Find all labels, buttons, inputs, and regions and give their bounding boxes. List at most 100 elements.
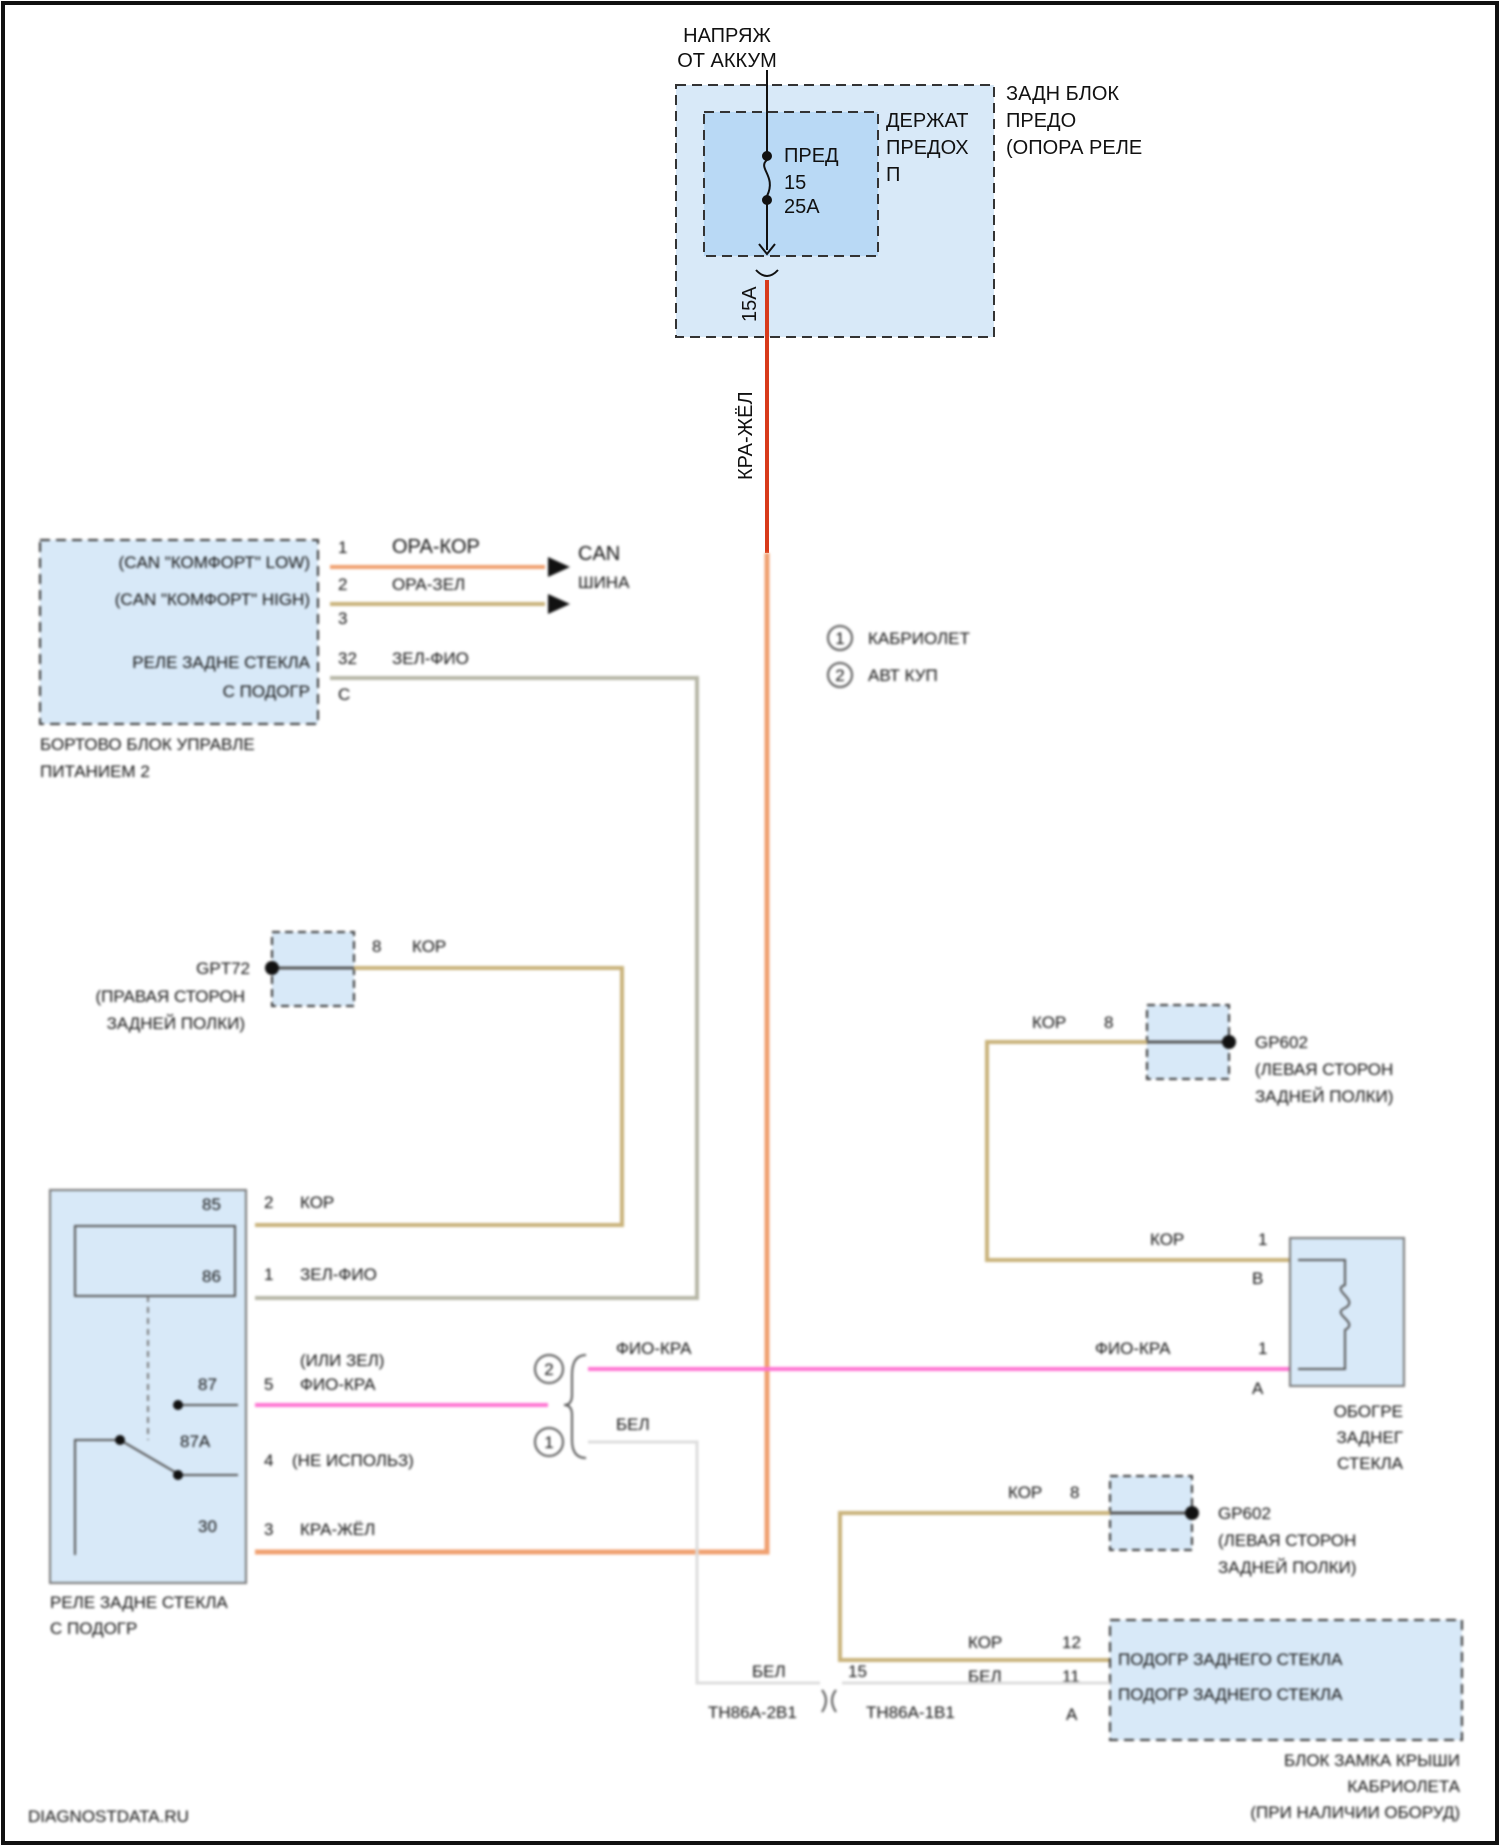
fuse-rating: 25A [784,196,820,218]
relay-pin2-wire: КОР [300,1193,334,1212]
fuse-number: 15 [784,172,806,194]
branch-wire-violet-left: ФИО-КРА [616,1339,692,1358]
relay-contact-pivot [115,1435,125,1445]
fuse-holder-title-line1: ДЕРЖАТ [886,110,968,132]
relay-term30: 30 [198,1517,217,1536]
lock-module-conn: A [1066,1705,1078,1724]
bcm-caption-line2: ПИТАНИЕМ 2 [40,762,150,781]
legend-item-2: АВТ КУП [868,666,938,685]
bcm-pin3: 3 [338,609,347,628]
power-label-line2: ОТ АККУМ [677,50,777,72]
ground-gp602a-desc2: ЗАДНЕЙ ПОЛКИ) [1255,1087,1393,1106]
bcm-pin32-wire: ЗЕЛ-ФИО [392,649,469,668]
heater-pin1a-wire: КОР [1150,1230,1184,1249]
power-section: НАПРЯЖ ОТ АККУМ ЗАДН БЛОК ПРЕДО (ОПОРА Р… [676,25,1142,553]
ground-gpt72-id: GPT72 [196,959,250,978]
ground-gpt72-desc1: (ПРАВАЯ СТОРОН [95,987,245,1006]
main-feed-wire-label: КРА-ЖЁЛ [735,391,757,480]
relay-caption-line1: РЕЛЕ ЗАДНЕ СТЕКЛА [50,1593,228,1612]
branch-wire-white: БЕЛ [616,1415,650,1434]
relay-pin5-wire-line2: ФИО-КРА [300,1375,376,1394]
heater-pin1a: 1 [1258,1230,1267,1249]
ground-gp602b-pin: 8 [1070,1483,1079,1502]
relay-pin3: 3 [264,1520,273,1539]
bcm-pin1-wire: ОРА-КОР [392,536,480,558]
lock-module-row2: ПОДОГР ЗАДНЕГО СТЕКЛА [1118,1685,1343,1704]
ground-gp602a-id: GP602 [1255,1033,1308,1052]
inline-left-id: TH86A-2B1 [708,1703,797,1722]
ground-gp602a-desc1: (ЛЕВАЯ СТОРОН [1255,1060,1393,1079]
can-label-line2: ШИНА [578,573,630,592]
relay-term87: 87 [198,1375,217,1394]
fuse-pin-label: 15A [739,286,761,322]
ground-gp602a-dot [1222,1035,1236,1049]
watermark: DIAGNOSTDATA.RU [28,1807,189,1826]
relay-pin1: 1 [264,1265,273,1284]
relay-pin3-wire: КРА-ЖЁЛ [300,1520,375,1539]
bcm-row1: (CAN "КОМФОРТ" LOW) [119,553,310,572]
bcm-pin32: 32 [338,649,357,668]
bcm-pin1: 1 [338,538,347,557]
ground-gp602b-wire: КОР [1008,1483,1042,1502]
lock-module-caption-line1: БЛОК ЗАМКА КРЫШИ [1284,1751,1460,1770]
relay-contact-87 [173,1400,183,1410]
lock-module-pin12: 12 [1062,1633,1081,1652]
heater-pin1b: 1 [1258,1339,1267,1358]
heater-pin1a-conn: B [1252,1269,1263,1288]
ground-gp602b-desc1: (ЛЕВАЯ СТОРОН [1218,1531,1356,1550]
inline-right-pin: 15 [848,1662,867,1681]
ground-gp602b-id: GP602 [1218,1504,1271,1523]
branch-opt2: 2 [544,1360,553,1379]
bcm-row3-line1: РЕЛЕ ЗАДНЕ СТЕКЛА [132,653,310,672]
lock-module-pin12-wire: КОР [968,1633,1002,1652]
rear-fuse-block-title-line1: ЗАДН БЛОК [1006,83,1119,105]
relay-pin5: 5 [264,1375,273,1394]
relay-pin5-wire-line1: (ИЛИ ЗЕЛ) [300,1351,384,1370]
legend-num-2: 2 [835,666,844,685]
ground-gpt72-desc2: ЗАДНЕЙ ПОЛКИ) [107,1014,245,1033]
bcm-pin2: 2 [338,575,347,594]
bcm-caption-line1: БОРТОВО БЛОК УПРАВЛЕ [40,735,255,754]
lock-module-box [1110,1620,1462,1740]
bcm-row3-line2: С ПОДОГР [223,682,310,701]
lock-module-caption-line2: КАБРИОЛЕТА [1347,1777,1460,1796]
heater-caption-line1: ОБОГРЕ [1334,1402,1403,1421]
fuse-label: ПРЕД [784,145,839,167]
relay-caption-line2: С ПОДОГР [50,1619,137,1638]
bcm-connector-c: C [338,685,350,704]
ground-gp602b-desc2: ЗАДНЕЙ ПОЛКИ) [1218,1558,1356,1577]
bcm-row2: (CAN "КОМФОРТ" HIGH) [115,590,310,609]
heater-caption-line2: ЗАДНЕГ [1336,1428,1403,1447]
ground-gp602a-pin: 8 [1104,1013,1113,1032]
relay-contact-87a [173,1470,183,1480]
relay-pin2: 2 [264,1193,273,1212]
fuse-terminal-bottom [762,195,772,205]
inline-right-id: TH86A-1B1 [866,1703,955,1722]
ground-gpt72-pin: 8 [372,937,381,956]
heater-pin1b-wire: ФИО-КРА [1095,1339,1171,1358]
ground-gpt72-wire: КОР [412,937,446,956]
rear-fuse-block-title-line2: ПРЕДО [1006,110,1076,132]
relay-pin4-wire: (НЕ ИСПОЛЬЗ) [292,1451,414,1470]
bcm-pin2-wire: ОРА-ЗЕЛ [392,575,465,594]
relay-pin4: 4 [264,1451,273,1470]
ground-gpt72-dot [265,961,279,975]
relay-term86: 86 [202,1267,221,1286]
can-label-line1: CAN [578,543,620,565]
inline-left-wire: БЕЛ [752,1662,786,1681]
heater-pin1b-conn: A [1252,1379,1264,1398]
ground-gp602b-dot [1185,1506,1199,1520]
legend-num-1: 1 [835,629,844,648]
relay-term87a: 87A [180,1432,211,1451]
fuse-holder-title-line3: П [886,164,900,186]
lock-module-caption-line3: (ПРИ НАЛИЧИИ ОБОРУД) [1250,1803,1460,1822]
lock-module-row1: ПОДОГР ЗАДНЕГО СТЕКЛА [1118,1650,1343,1669]
rear-fuse-block-title-line3: (ОПОРА РЕЛЕ [1006,137,1142,159]
relay-pin1-wire: ЗЕЛ-ФИО [300,1265,377,1284]
fuse-holder-title-line2: ПРЕДОХ [886,137,969,159]
legend-item-1: КАБРИОЛЕТ [868,629,970,648]
ground-gp602a-wire: КОР [1032,1013,1066,1032]
branch-opt1: 1 [544,1433,553,1452]
relay-term85: 85 [202,1195,221,1214]
